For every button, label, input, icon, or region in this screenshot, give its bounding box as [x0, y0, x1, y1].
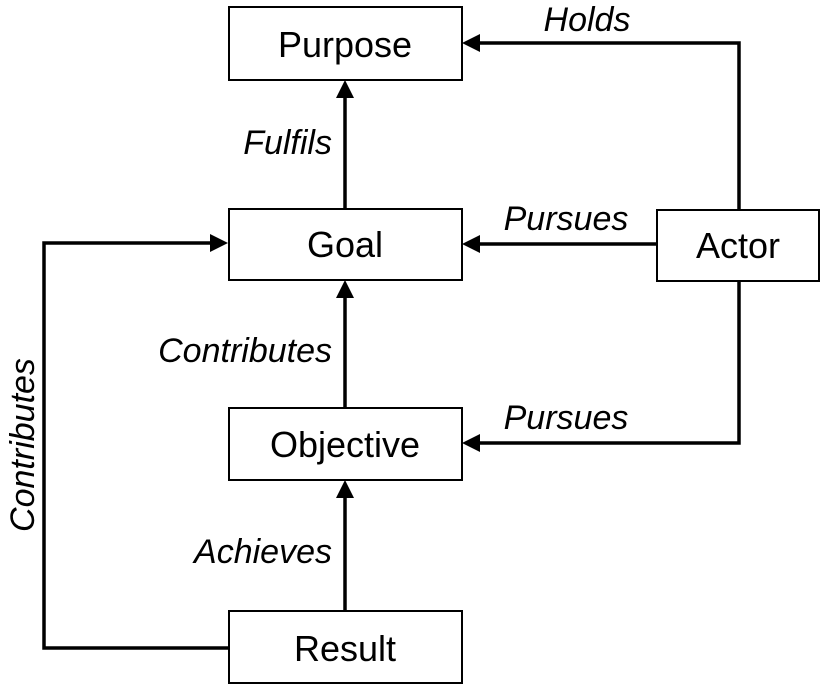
edge-pursues-objective-line: [478, 281, 741, 445]
arrowhead-holds: [462, 34, 480, 52]
node-objective: Objective: [228, 407, 463, 481]
edge-label-pursues-goal: Pursues: [504, 200, 629, 238]
arrowhead-contributes-objective: [336, 280, 354, 298]
node-purpose-label: Purpose: [278, 24, 412, 65]
edge-label-contributes-objective: Contributes: [158, 332, 332, 370]
node-goal: Goal: [228, 208, 463, 281]
edge-label-contributes-result: Contributes: [4, 358, 42, 532]
node-result: Result: [228, 610, 463, 684]
arrowhead-fulfils: [336, 80, 354, 98]
arrowheads: [210, 34, 480, 498]
edge-lines: [42, 41, 741, 650]
edge-label-fulfils: Fulfils: [243, 124, 332, 162]
node-actor-label: Actor: [696, 225, 780, 266]
node-result-label: Result: [294, 628, 396, 669]
arrowhead-contributes-result: [210, 234, 228, 252]
edge-contributes-result-line: [42, 241, 229, 650]
arrowhead-pursues-goal: [462, 235, 480, 253]
edge-label-achieves: Achieves: [192, 533, 332, 571]
arrowhead-achieves: [336, 480, 354, 498]
edge-holds-line: [478, 41, 741, 210]
arrowhead-pursues-objective: [462, 434, 480, 452]
node-actor: Actor: [656, 209, 820, 282]
node-purpose: Purpose: [228, 6, 463, 81]
edge-label-holds: Holds: [544, 1, 631, 39]
edge-labels: Holds Fulfils Pursues Contributes Pursue…: [4, 1, 630, 571]
edge-label-pursues-objective: Pursues: [504, 399, 629, 437]
node-objective-label: Objective: [270, 424, 420, 465]
node-goal-label: Goal: [307, 224, 383, 265]
